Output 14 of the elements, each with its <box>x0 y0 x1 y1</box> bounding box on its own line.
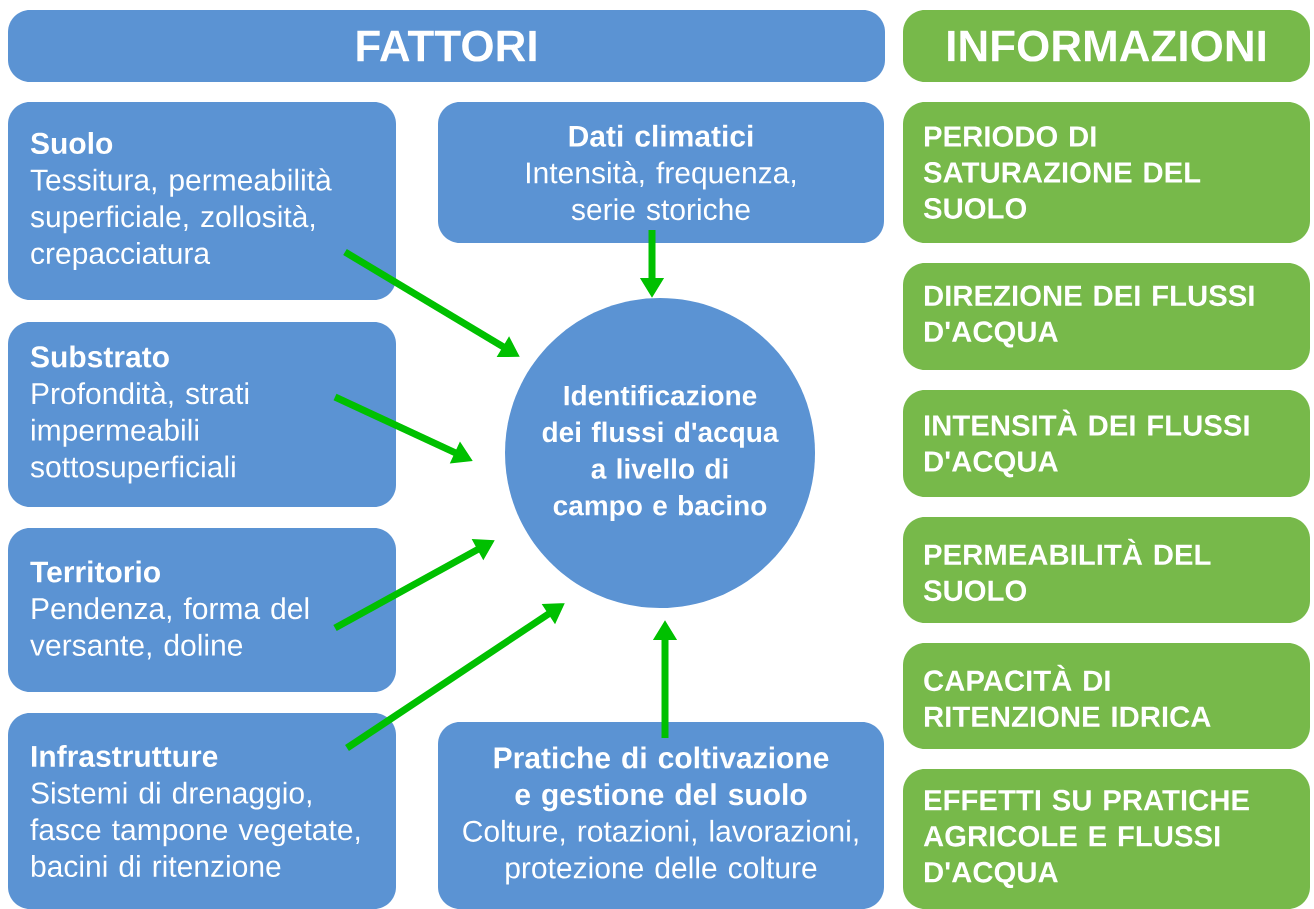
info-box: INTENSITÀ DEI FLUSSI D'ACQUA <box>903 390 1310 497</box>
factor-box: Suolo Tessitura, permeabilità superficiale, zollosità, crepacciatura <box>8 102 396 300</box>
factor-box: Territorio Pendenza, forma del versante, doline <box>8 528 396 692</box>
factor-box: Infrastrutture Sistemi di drenaggio, fasce tampone vegetate, bacini di ritenzione <box>8 713 396 909</box>
factor-box: Dati climatici Intensità, frequenza, serie storiche <box>438 102 884 243</box>
info-box: DIREZIONE DEI FLUSSI D'ACQUA <box>903 263 1310 370</box>
factor-box: Pratiche di coltivazione e gestione del suolo Colture, rotazioni, lavorazioni, protezione delle colture <box>438 722 884 909</box>
info-box: EFFETTI SU PRATICHE AGRICOLE E FLUSSI D'ACQUA <box>903 769 1310 909</box>
info-box: PERMEABILITÀ DEL SUOLO <box>903 517 1310 623</box>
info-box: CAPACITÀ DI RITENZIONE IDRICA <box>903 643 1310 749</box>
header-bar: INFORMAZIONI <box>903 10 1310 82</box>
header-bar: FATTORI <box>8 10 885 82</box>
info-box: PERIODO DI SATURAZIONE DEL SUOLO <box>903 102 1310 243</box>
factor-box: Substrato Profondità, strati impermeabili sottosuperficiali <box>8 322 396 507</box>
